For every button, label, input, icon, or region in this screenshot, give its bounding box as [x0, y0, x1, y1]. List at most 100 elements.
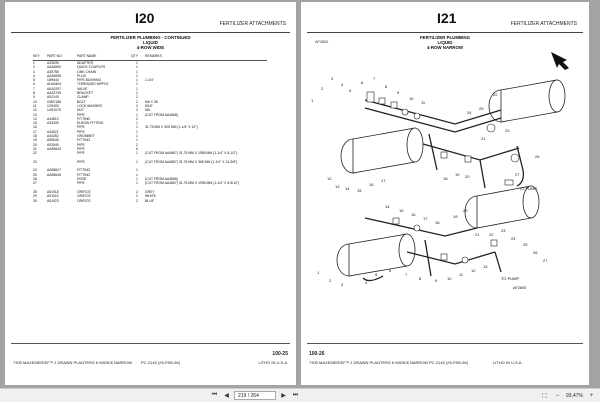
key-number-label: 10 — [409, 96, 414, 101]
prev-page-icon[interactable]: ◀ — [224, 393, 229, 399]
key-number-label: 22 — [489, 232, 494, 237]
lower-tank-rear — [464, 185, 540, 229]
cell-remarks: GREY — [145, 189, 155, 194]
first-page-icon[interactable]: ⏮ — [211, 392, 218, 398]
cell-key: 12 — [33, 108, 37, 113]
cell-qty: 1 — [136, 121, 138, 126]
next-page-icon[interactable]: ▶ — [281, 393, 286, 399]
cell-part-name: THREADED NIPPLE — [77, 82, 109, 87]
key-number-label: 21 — [475, 232, 480, 237]
cell-part-no: 03M7186 — [47, 99, 62, 104]
cell-part-no: A51918 — [47, 189, 59, 194]
cell-remarks: M6 X 35 — [145, 99, 158, 104]
right-heading-line: LIQUID — [437, 40, 453, 46]
cell-part-name: LOCK WASHER — [77, 103, 102, 108]
key-number-label: 10 — [447, 276, 452, 281]
key-number-label: 3 — [341, 282, 344, 287]
cell-remarks: WHITE — [145, 194, 156, 199]
cell-qty: 1 — [136, 91, 138, 96]
upper-plumbing — [364, 99, 525, 189]
cell-key: 29 — [33, 194, 37, 199]
cell-part-no: 14H1075 — [47, 108, 61, 113]
key-number-label: 2 — [321, 86, 324, 91]
left-page-code: I20 — [135, 10, 155, 26]
cell-key: 2 — [33, 65, 35, 70]
fit-page-icon[interactable]: ⬚ — [541, 393, 548, 399]
key-number-label: 3 — [331, 76, 334, 81]
cell-qty: 1 — [136, 86, 138, 91]
cell-remarks: (CUT FROM AA4867) 31.75 MM X 1985 MM (1-… — [145, 151, 238, 156]
cell-remarks: 31.75 MM X 305 MM (1-1/4" X 12") — [145, 125, 198, 130]
table-row: 8 AA23796 BRACKET 1 — [33, 91, 267, 95]
cell-part-no: A92649 — [47, 142, 59, 147]
cell-part-name: BOLT — [77, 99, 86, 104]
key-number-label: 17 — [423, 216, 428, 221]
right-footer-title: 7300 MAXEMERGE™ 2 DRAWN PLANTERS 6 WIDE/… — [309, 360, 429, 365]
cell-part-no: A44521 — [47, 129, 59, 134]
cell-qty: 2 — [136, 108, 138, 113]
cell-key: 20 — [33, 142, 37, 147]
cell-part-no: AA23796 — [47, 91, 61, 96]
cell-part-name: ELBOW FITTING — [77, 121, 104, 126]
cell-qty: 2 — [136, 103, 138, 108]
key-number-label: 18 — [435, 220, 440, 225]
page-number-input[interactable]: 219 / 264 — [234, 391, 276, 400]
key-number-label: 19 — [453, 214, 458, 219]
table-row: 10 03M7186 BOLT 2 M6 X 35 — [33, 100, 267, 104]
key-number-label: 20 — [465, 174, 470, 179]
cell-part-no: A44810 — [47, 116, 59, 121]
right-footer-rule — [307, 343, 583, 344]
cell-qty: 2 — [136, 99, 138, 104]
key-number-label: 26 — [535, 154, 540, 159]
cell-qty: 1 — [136, 78, 138, 83]
cell-key: 1 — [33, 61, 35, 65]
lower-plumbing — [362, 217, 502, 282]
key-number-label: 9 — [435, 278, 438, 283]
right-page: I21 FERTILIZER ATTACHMENTS FERTILIZER PL… — [301, 2, 589, 385]
key-number-label: 4 — [341, 82, 344, 87]
key-number-label: 24 — [511, 236, 516, 241]
left-footer-rule — [11, 343, 290, 344]
cell-remarks: 1-1/4" — [145, 78, 154, 83]
cell-key: 23 — [33, 159, 37, 164]
cell-key: 27 — [33, 181, 37, 186]
key-number-label: 7 — [405, 272, 408, 277]
col-qty: QTY — [131, 54, 145, 61]
cell-part-name: BRACKET — [77, 91, 94, 96]
cell-part-name: PIPE BUSHING — [77, 78, 102, 83]
key-number-label: 7 — [373, 76, 376, 81]
zoom-control: ⬚ − 93,47% + — [540, 391, 596, 400]
zoom-level[interactable]: 93,47% — [566, 392, 583, 399]
col-key: KEY — [33, 54, 47, 61]
cell-key: 10 — [33, 99, 37, 104]
zoom-out-icon[interactable]: − — [555, 392, 560, 399]
zoom-in-icon[interactable]: + — [589, 392, 594, 399]
key-number-label: 20 — [463, 208, 468, 213]
key-number-label: 18 — [443, 176, 448, 181]
key-number-label: 12 — [471, 268, 476, 273]
cell-part-name: FITTING — [77, 172, 91, 177]
cell-key: 13 — [33, 112, 37, 117]
last-page-icon[interactable]: ⏭ — [292, 392, 299, 398]
cell-part-no: A55645 — [47, 138, 59, 143]
cell-part-name: ADAPTER — [77, 61, 94, 65]
cell-key: 16 — [33, 125, 37, 130]
cell-key: 8 — [33, 91, 35, 96]
key-number-label: 15 — [399, 208, 404, 213]
key-number-label: 14 — [345, 186, 350, 191]
lower-fittings — [392, 217, 498, 264]
left-table-heading: FERTILIZER PLUMBING - CONTINUED LIQUID 4… — [5, 35, 296, 51]
right-page-code: I21 — [437, 10, 457, 26]
